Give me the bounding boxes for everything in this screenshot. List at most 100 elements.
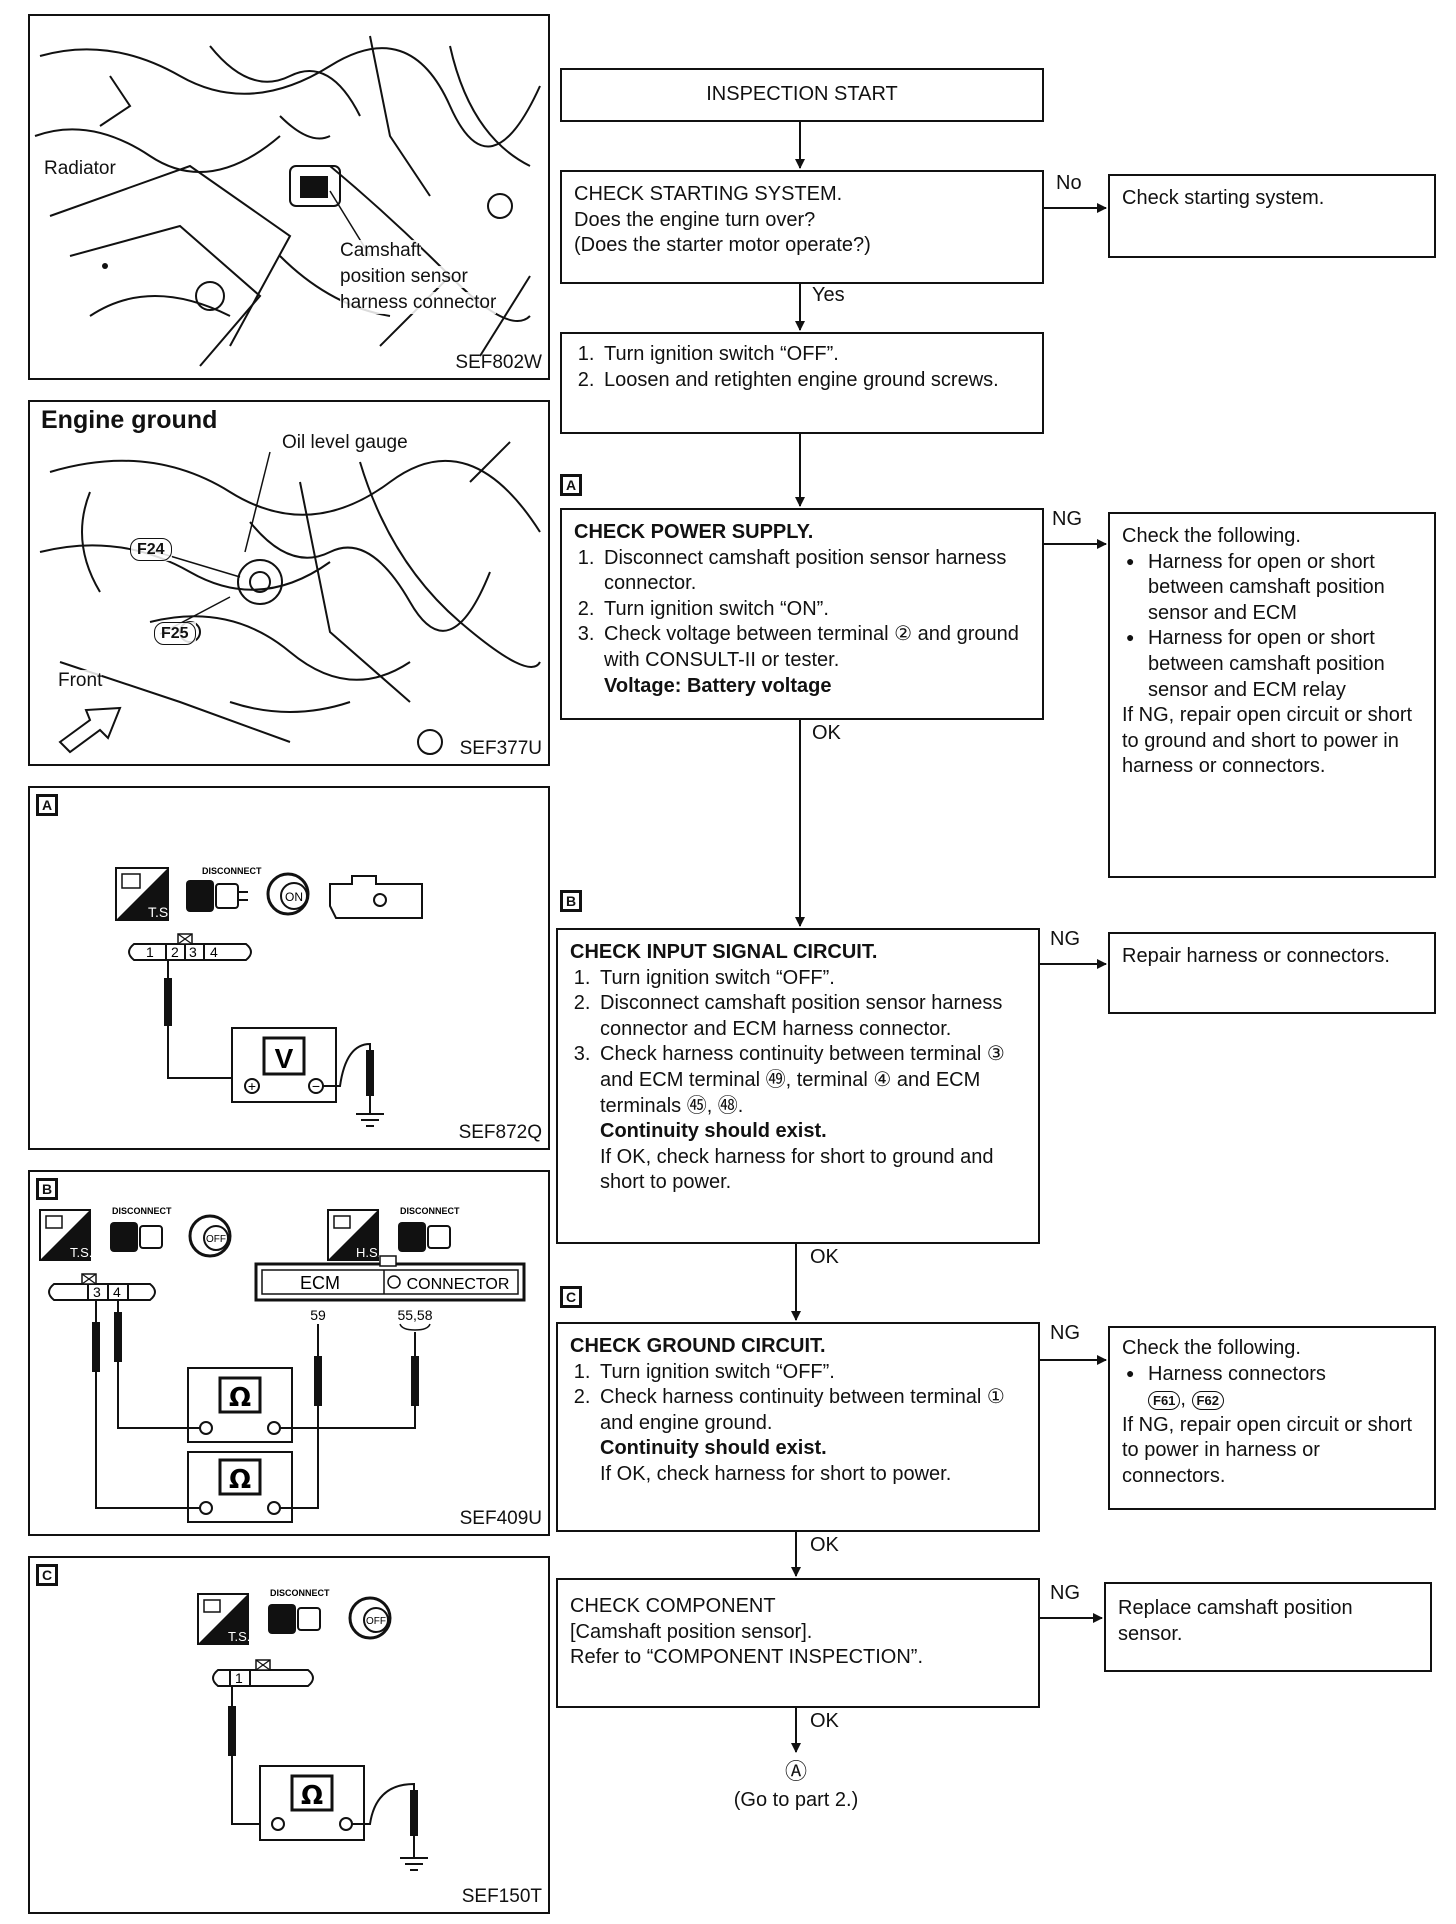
step2-item-2: Loosen and retighten engine ground screw… [600, 368, 1030, 394]
ecm-pin-59: 59 [310, 1307, 326, 1323]
engine-ground-illustration [39, 441, 541, 755]
pin-4: 4 [113, 1284, 121, 1300]
step-comp-line-1: [Camshaft position sensor]. [570, 1620, 813, 1643]
disconnect-label: DISCONNECT [202, 866, 262, 876]
disconnect-label: DISCONNECT [270, 1588, 330, 1598]
figure-code: SEF150T [461, 1886, 542, 1907]
pin-1: 1 [235, 1670, 243, 1686]
figure-title: Engine ground [38, 406, 221, 435]
svg-text:−: − [312, 1078, 320, 1094]
step-c-ok-label: OK [810, 1534, 839, 1556]
step-c-tail: If OK, check harness for short to power. [600, 1462, 952, 1485]
figure-code: SEF802W [455, 352, 542, 373]
step1-result-text: Check starting system. [1122, 187, 1325, 209]
go-to-part-2: Ⓐ (Go to part 2.) [696, 1758, 896, 1813]
step-comp-result-text: Replace camshaft position sensor. [1118, 1597, 1353, 1645]
label-front: Front [58, 670, 103, 692]
step-comp-ng-label: NG [1050, 1582, 1080, 1604]
step-b-item-2: Disconnect camshaft position sensor harn… [596, 991, 1026, 1042]
step-a-item-2: Turn ignition switch “ON”. [600, 597, 1030, 623]
label-f25: F25 [154, 622, 196, 645]
label-radiator: Radiator [44, 158, 116, 180]
pin-1: 1 [146, 944, 154, 960]
inspection-start-box: INSPECTION START [560, 68, 1044, 122]
check-ground-circuit-box: CHECK GROUND CIRCUIT. Turn ignition swit… [556, 1322, 1040, 1532]
check-starting-system-box: CHECK STARTING SYSTEM. Does the engine t… [560, 170, 1044, 284]
voltmeter-symbol: V [275, 1043, 294, 1074]
label-camshaft: Camshaft [340, 240, 422, 262]
step1-no-label: No [1056, 172, 1082, 194]
pin-4: 4 [210, 944, 218, 960]
key-on-label: ON [285, 890, 303, 904]
step-c-result-tail: If NG, repair open circuit or short to p… [1122, 1413, 1413, 1487]
step1-yes-label: Yes [812, 284, 845, 306]
check-component-box: CHECK COMPONENT [Camshaft position senso… [556, 1578, 1040, 1708]
connector-f62: F62 [1191, 1391, 1224, 1411]
step-c-item-1: Turn ignition switch “OFF”. [596, 1360, 1026, 1386]
step-a-ng-label: NG [1052, 508, 1082, 530]
step-a-result-item-2: Harness for open or short between camsha… [1126, 626, 1422, 703]
ground-check-diagram: T.S. DISCONNECT OFF 1 Ω [197, 1588, 428, 1871]
step-a-result-title: Check the following. [1122, 525, 1301, 547]
figure-c-ground-check: C T.S. DISCONNECT OFF 1 Ω SEF150T [28, 1556, 550, 1914]
connector-label: CONNECTOR [407, 1276, 510, 1293]
step1-line-2: (Does the starter motor operate?) [574, 234, 871, 257]
check-input-signal-result: Repair harness or connectors. [1108, 932, 1436, 1014]
figure-a-voltage-check: A 1 [28, 786, 550, 1150]
label-position-sensor: position sensor [340, 266, 468, 288]
step-b-ok-label: OK [810, 1246, 839, 1268]
step-c-title: CHECK GROUND CIRCUIT. [570, 1335, 826, 1357]
check-component-result: Replace camshaft position sensor. [1104, 1582, 1432, 1672]
flow-tag-b: B [560, 890, 582, 912]
step-c-result-item: Harness connectors [1126, 1362, 1422, 1388]
figure-camshaft-sensor-location: Radiator Camshaft position sensor harnes… [28, 14, 550, 380]
step-b-ng-label: NG [1050, 928, 1080, 950]
ohmmeter-symbol-1: Ω [229, 1383, 251, 1413]
figure-code: SEF409U [459, 1508, 542, 1529]
step-c-ng-label: NG [1050, 1322, 1080, 1344]
figure-tag-b: B [36, 1178, 58, 1200]
ts-label: T.S. [70, 1245, 92, 1260]
label-harness-connector: harness connector [340, 292, 497, 314]
flow-tag-c: C [560, 1286, 582, 1308]
figure-tag-a: A [36, 794, 58, 816]
check-starting-system-result: Check starting system. [1108, 174, 1436, 258]
svg-text:+: + [248, 1078, 256, 1094]
check-ground-circuit-result: Check the following. Harness connectors … [1108, 1326, 1436, 1510]
connector-a-symbol: Ⓐ [784, 1759, 807, 1784]
flow-tag-a: A [560, 474, 582, 496]
step-c-spec: Continuity should exist. [600, 1437, 827, 1460]
step-b-tail: If OK, check harness for short to ground… [600, 1145, 994, 1194]
inspection-start-label: INSPECTION START [706, 83, 898, 105]
check-power-supply-result: Check the following. Harness for open or… [1108, 512, 1436, 878]
step-comp-line-2: Refer to “COMPONENT INSPECTION”. [570, 1646, 924, 1669]
key-off-label: OFF [366, 1616, 386, 1627]
step1-title: CHECK STARTING SYSTEM. [574, 183, 843, 205]
step-a-spec: Voltage: Battery voltage [604, 674, 832, 697]
step-b-title: CHECK INPUT SIGNAL CIRCUIT. [570, 941, 878, 963]
engine-bay-illustration [34, 35, 541, 367]
hs-label: H.S. [356, 1245, 381, 1260]
pin-3: 3 [189, 944, 197, 960]
step-a-item-3: Check voltage between terminal ② and gro… [600, 622, 1030, 673]
step-a-result-item-1: Harness for open or short between camsha… [1126, 550, 1422, 627]
ecm-pin-55-58: 55,58 [397, 1307, 432, 1323]
ecm-label: ECM [300, 1273, 340, 1293]
step-a-result-tail: If NG, repair open circuit or short to g… [1122, 704, 1413, 778]
go-to-part-2-text: (Go to part 2.) [733, 1788, 859, 1811]
voltage-check-diagram: 1 2 3 4 V + − DISCONNECT T.S. ON [115, 866, 423, 1127]
step1-line-1: Does the engine turn over? [574, 208, 816, 231]
ts-label: T.S. [228, 1629, 250, 1644]
step-b-spec: Continuity should exist. [600, 1120, 827, 1143]
ts-label: T.S. [148, 904, 172, 920]
pin-3: 3 [93, 1284, 101, 1300]
label-f24: F24 [130, 538, 172, 561]
continuity-check-diagram: T.S. DISCONNECT OFF H.S. DISCONNECT 3 4 … [39, 1206, 526, 1523]
step-comp-title: CHECK COMPONENT [570, 1595, 776, 1617]
step-a-ok-label: OK [812, 722, 841, 744]
check-input-signal-box: CHECK INPUT SIGNAL CIRCUIT. Turn ignitio… [556, 928, 1040, 1244]
check-power-supply-box: CHECK POWER SUPPLY. Disconnect camshaft … [560, 508, 1044, 720]
ohmmeter-symbol-2: Ω [229, 1465, 251, 1495]
step-a-item-1: Disconnect camshaft position sensor harn… [600, 546, 1030, 597]
figure-code: SEF377U [459, 738, 542, 759]
